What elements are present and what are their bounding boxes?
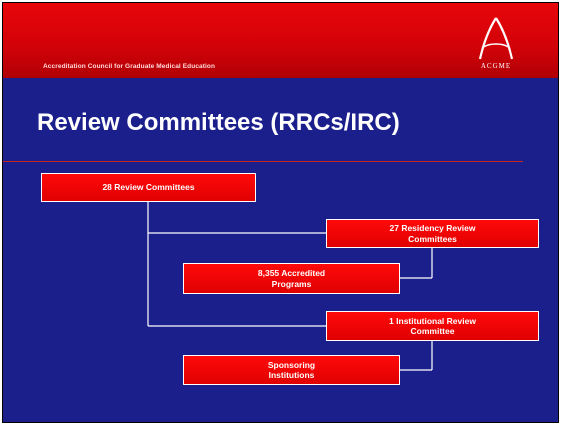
- acgme-logo: ACGME: [473, 15, 519, 73]
- sponsoring-institutions-label: Sponsoring Institutions: [267, 359, 316, 381]
- acgme-logo-icon: [478, 17, 514, 60]
- org-chart-connectors: [147, 202, 433, 371]
- title-divider: [3, 161, 523, 162]
- header-band: Accreditation Council for Graduate Medic…: [3, 3, 558, 78]
- page-title: Review Committees (RRCs/IRC): [37, 109, 400, 136]
- logo-text: ACGME: [480, 62, 512, 70]
- root-review-committees-label: 28 Review Committees: [102, 182, 195, 193]
- root-review-committees-box: 28 Review Committees: [41, 173, 256, 202]
- institutional-review-committee-box: 1 Institutional Review Committee: [326, 311, 539, 341]
- institutional-review-committee-label: 1 Institutional Review Committee: [389, 315, 476, 337]
- residency-review-committees-label: 27 Residency Review Committees: [389, 223, 476, 244]
- org-name: Accreditation Council for Graduate Medic…: [43, 63, 216, 70]
- sponsoring-institutions-box: Sponsoring Institutions: [183, 355, 400, 385]
- residency-review-committees-box: 27 Residency Review Committees: [326, 219, 539, 248]
- accredited-programs-box: 8,355 Accredited Programs: [183, 263, 400, 294]
- accredited-programs-label: 8,355 Accredited Programs: [257, 268, 326, 289]
- slide: Accreditation Council for Graduate Medic…: [2, 2, 559, 423]
